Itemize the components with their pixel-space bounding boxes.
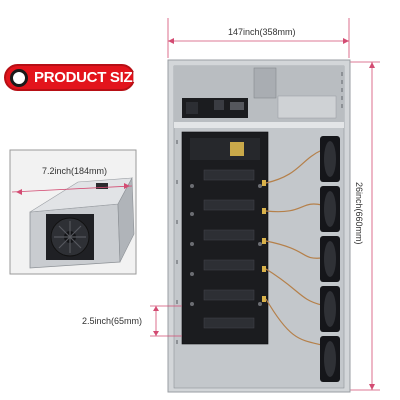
side-view-inset <box>9 149 137 275</box>
circuit-board-icon <box>181 131 269 345</box>
height-dimension-line <box>350 61 380 391</box>
depth-dimension-label: 7.2inch(184mm) <box>42 166 108 176</box>
board-height-dimension-line <box>150 305 182 337</box>
badge-label: PRODUCT SIZE <box>34 69 143 86</box>
height-dimension-label: 26inch(660mm) <box>354 182 364 245</box>
width-dimension-line <box>167 18 350 58</box>
fan-icon <box>320 136 340 382</box>
fan-cables <box>265 149 323 346</box>
width-dimension-label: 147inch(358mm) <box>226 27 298 37</box>
product-size-badge: PRODUCT SIZE <box>4 64 142 91</box>
board-height-dimension-label: 2.5inch(65mm) <box>80 316 145 326</box>
badge-dot-icon <box>10 69 28 87</box>
controller-board <box>182 98 248 118</box>
